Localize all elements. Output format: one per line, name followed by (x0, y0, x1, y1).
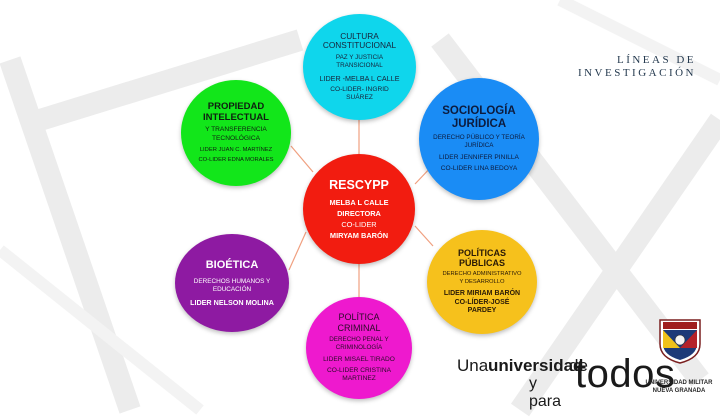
node-title: POLÍTICAS PÚBLICAS (457, 247, 506, 269)
node-subtitle: PAZ Y JUSTICIA TRANSICIONAL (335, 53, 384, 69)
node-subtitle: DERECHO PÚBLICO Y TEORÍA JURÍDICA (433, 134, 525, 149)
node-title: CULTURA CONSTITUCIONAL (322, 30, 397, 51)
node-colead: CO-LIDER CRISTINA MARTINEZ (326, 367, 392, 383)
node-colead: CO-LIDER LINA BEDOYA (440, 165, 518, 173)
node-bioetica: BIOÉTICA DERECHOS HUMANOS Y EDUCACIÓN LI… (175, 234, 289, 332)
node-sociologia-juridica: SOCIOLOGÍA JURÍDICA DERECHO PÚBLICO Y TE… (419, 78, 539, 200)
slogan-word-de: de (569, 356, 588, 375)
center-line-4: MIRYAM BARÓN (329, 231, 389, 241)
node-leader: LIDER JENNIFER PINILLA (439, 153, 519, 161)
center-line-2: DIRECTORA (337, 209, 381, 219)
node-subtitle: DERECHO PENAL Y CRIMINOLOGÍA (329, 336, 389, 351)
slogan-word-universidad: universidad (488, 356, 584, 375)
node-subtitle: Y TRANSFERENCIA TECNOLÓGICA (205, 126, 267, 142)
node-center-rescypp: RESCYPP MELBA L CALLE DIRECTORA CO-LIDER… (303, 154, 415, 264)
node-cultura-constitucional: CULTURA CONSTITUCIONAL PAZ Y JUSTICIA TR… (303, 14, 416, 120)
node-leader: LIDER MISAEL TIRADO (323, 355, 395, 363)
university-name: UNIVERSIDAD MILITAR NUEVA GRANADA (644, 380, 714, 395)
lineas-heading: LÍNEAS DE INVESTIGACIÓN (578, 54, 696, 80)
node-leader: LIDER NELSON MOLINA (190, 297, 274, 307)
node-politicas-publicas: POLÍTICAS PÚBLICAS DERECHO ADMINISTRATIV… (427, 230, 537, 334)
node-leader: LIDER JUAN C. MARTÍNEZ (199, 146, 273, 153)
heading-line-1: LÍNEAS DE (616, 54, 696, 66)
center-title: RESCYPP (329, 177, 389, 192)
slogan-word-todos: todos (575, 352, 676, 396)
university-name-line-1: UNIVERSIDAD MILITAR (645, 380, 713, 386)
node-title: SOCIOLOGÍA JURÍDICA (442, 104, 516, 130)
node-subtitle: DERECHOS HUMANOS Y EDUCACIÓN (193, 277, 271, 293)
node-politica-criminal: POLÍTICA CRIMINAL DERECHO PENAL Y CRIMIN… (306, 297, 412, 399)
slogan-word-y-para: y para (529, 375, 562, 410)
university-crest-logo (659, 319, 701, 364)
center-line-1: MELBA L CALLE (329, 197, 389, 207)
slogan-word-una: Una (457, 356, 489, 375)
node-subtitle: DERECHO ADMINISTRATIVO Y DESARROLLO (442, 271, 522, 285)
node-title: PROPIEDAD INTELECTUAL (203, 100, 269, 123)
university-name-line-2: NUEVA GRANADA (652, 387, 706, 394)
node-colead: CO-LIDER- INGRID SUÁREZ (330, 85, 389, 101)
node-title: POLÍTICA CRIMINAL (337, 312, 381, 333)
center-line-3: CO-LIDER (341, 220, 377, 230)
node-title: BIOÉTICA (205, 259, 259, 272)
node-leader: LIDER -MELBA L CALLE (319, 73, 400, 83)
heading-line-2: INVESTIGACIÓN (577, 67, 696, 80)
node-colead: CO-LIDER EDNA MORALES (198, 157, 274, 164)
node-leader: LIDER MIRIAM BARÓN CO-LÍDER-JOSÉ PARDEY (443, 289, 521, 315)
node-propiedad-intelectual: PROPIEDAD INTELECTUAL Y TRANSFERENCIA TE… (181, 80, 291, 186)
